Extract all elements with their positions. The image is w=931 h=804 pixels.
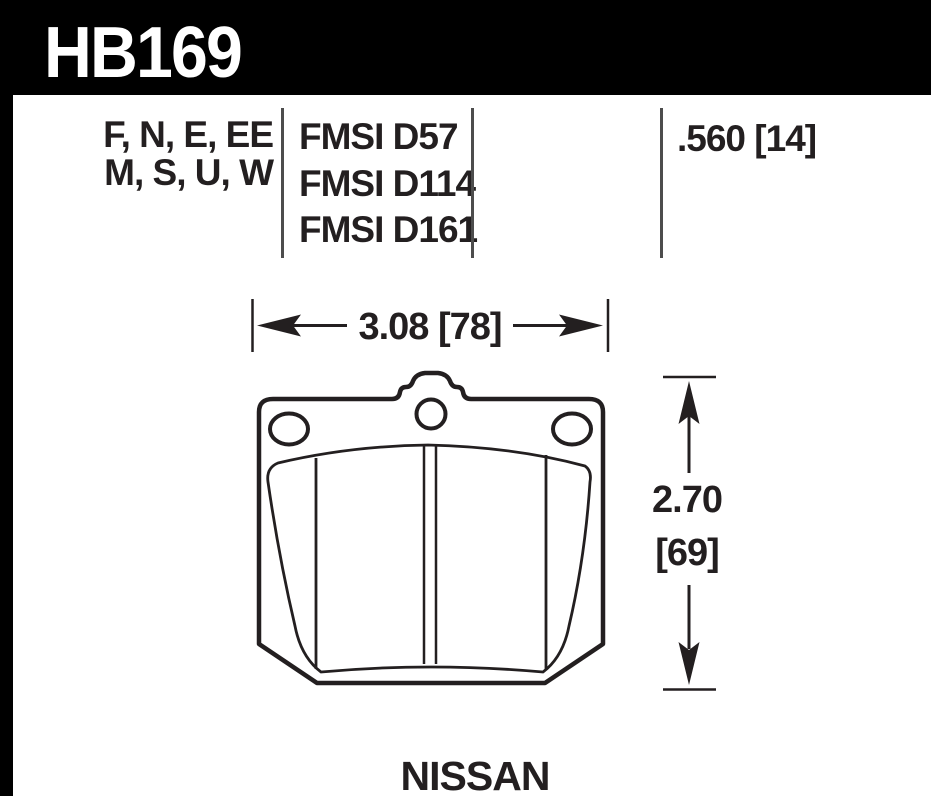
divider-line — [281, 108, 284, 258]
spec-row: F, N, E, EE M, S, U, W FMSI D57 FMSI D11… — [0, 0, 931, 270]
backing-plate-outline — [256, 370, 606, 686]
compound-codes: F, N, E, EE M, S, U, W — [50, 114, 274, 193]
application-name: NISSAN — [400, 753, 551, 799]
fmsi-item: FMSI D114 — [299, 162, 476, 204]
compound-codes-line2: M, S, U, W — [104, 152, 274, 193]
divider-line — [660, 108, 663, 258]
arrow-left-icon — [257, 314, 301, 337]
right-ear-hole — [551, 411, 593, 447]
header-bar — [0, 0, 931, 95]
divider-line — [471, 108, 474, 258]
fmsi-list: FMSI D57 FMSI D114 FMSI D161 — [299, 114, 499, 254]
fmsi-item: FMSI D161 — [299, 209, 478, 250]
height-dimension-mm-label: [69] — [655, 532, 719, 574]
width-dimension-label: 3.08 [78] — [358, 306, 501, 348]
left-edge-bar — [0, 0, 13, 796]
left-ear-hole — [268, 411, 310, 447]
width-dimension: 3.08 [78] — [251, 299, 610, 352]
part-number: HB169 — [44, 13, 243, 93]
arrow-right-icon — [559, 314, 603, 337]
height-dimension: 2.70 [69] — [652, 375, 723, 691]
height-dimension-inches-label: 2.70 — [652, 479, 722, 521]
pad-thickness: .560 [14] — [677, 118, 817, 159]
center-tab-hole — [414, 397, 448, 431]
arrow-up-icon — [678, 381, 700, 424]
friction-material-outline — [266, 443, 592, 674]
brake-pad-drawing: 3.08 [78] 2.70 [69] — [251, 299, 723, 691]
arrow-down-icon — [678, 642, 700, 685]
compound-codes-line1: F, N, E, EE — [103, 114, 274, 155]
fmsi-item: FMSI D57 — [299, 116, 459, 157]
